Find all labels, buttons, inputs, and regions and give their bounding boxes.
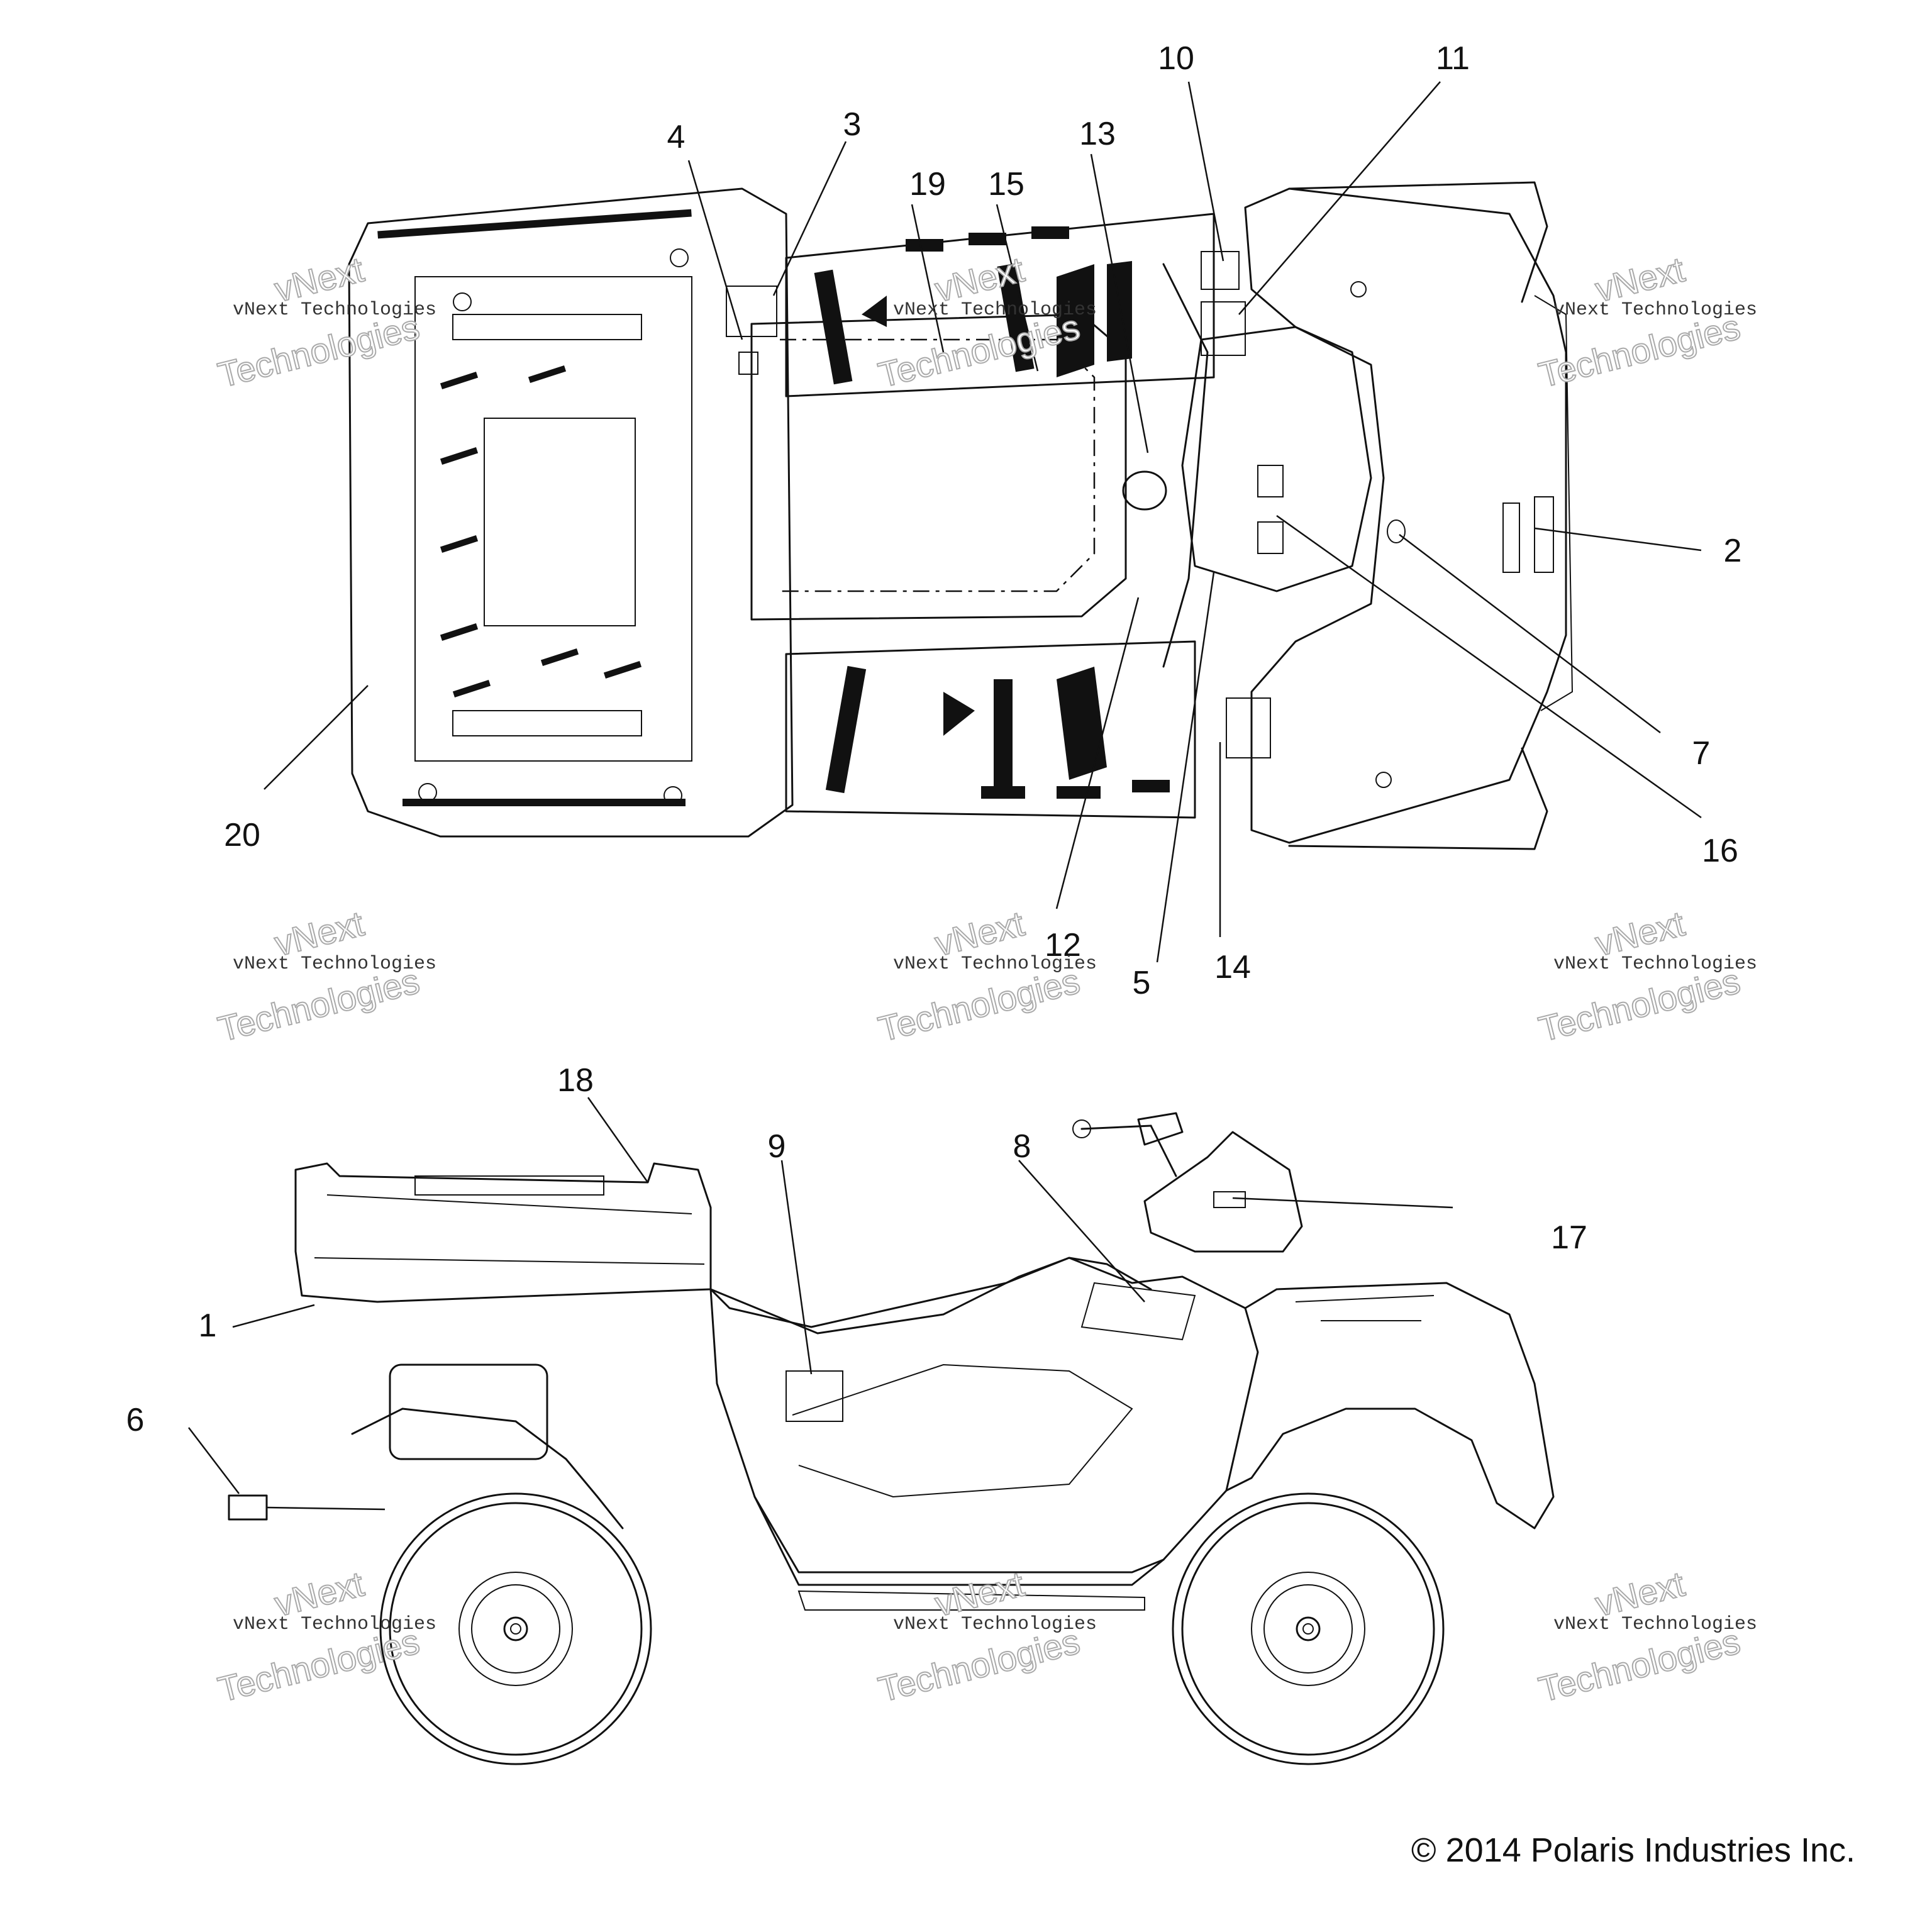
callout-labels: 1 2 3 4 5 6 7 8 9 10 11 12 13 14 15 16 1… <box>126 40 1742 1438</box>
front-fender <box>1225 1282 1555 1530</box>
callout-2: 2 <box>1724 533 1742 569</box>
callout-19: 19 <box>909 166 946 203</box>
front-body <box>1244 187 1567 844</box>
svg-text:vNext Technologies: vNext Technologies <box>233 953 436 975</box>
fuel-tank <box>1181 326 1372 592</box>
callout-17: 17 <box>1551 1219 1587 1256</box>
side-body <box>709 1257 1259 1574</box>
decal-17 <box>1213 1191 1246 1208</box>
watermark: vNext vNext Technologies Technologies <box>1535 248 1758 396</box>
muffler <box>389 1363 548 1460</box>
svg-text:vNext Technologies: vNext Technologies <box>1553 1614 1757 1635</box>
svg-text:vNext Technologies: vNext Technologies <box>893 953 1097 975</box>
callout-3: 3 <box>843 106 862 143</box>
callout-13: 13 <box>1079 116 1116 152</box>
headlight-pod <box>1143 1131 1303 1253</box>
svg-text:vNext Technologies: vNext Technologies <box>1553 299 1757 321</box>
callout-12: 12 <box>1045 927 1081 963</box>
decal-10 <box>1201 251 1240 290</box>
callout-4: 4 <box>667 119 686 155</box>
callout-14: 14 <box>1214 949 1251 985</box>
copyright-notice: © 2014 Polaris Industries Inc. <box>1411 1831 1855 1869</box>
callout-20: 20 <box>224 817 260 853</box>
leader-lines <box>188 81 1702 1511</box>
decal-14 <box>1226 697 1271 758</box>
handlebar <box>1162 263 1209 668</box>
watermark: vNext vNext Technologies Technologies <box>874 902 1097 1050</box>
front-tire-upper <box>1288 181 1548 303</box>
callout-15: 15 <box>988 166 1024 203</box>
frame-rail <box>753 1496 1165 1586</box>
watermark: vNext vNext Technologies Technologies <box>214 1563 437 1710</box>
rear-rack-outline <box>348 187 794 838</box>
watermark: vNext vNext Technologies Technologies <box>1535 1563 1758 1710</box>
watermark: vNext vNext Technologies Technologies <box>1535 902 1758 1050</box>
callout-1: 1 <box>199 1307 217 1344</box>
decal-11 <box>1201 301 1246 356</box>
left-footwell <box>785 213 1215 397</box>
rear-storage-lid <box>484 418 636 626</box>
watermark: vNext vNext Technologies Technologies <box>214 248 437 396</box>
svg-text:vNext Technologies: vNext Technologies <box>893 299 1097 321</box>
callout-5: 5 <box>1133 965 1151 1001</box>
callout-10: 10 <box>1158 40 1194 77</box>
callout-6: 6 <box>126 1402 145 1438</box>
decal-3 <box>726 286 777 337</box>
svg-text:vNext Technologies: vNext Technologies <box>233 1614 436 1635</box>
callout-7: 7 <box>1692 735 1711 772</box>
decal-4 <box>738 352 758 375</box>
callout-16: 16 <box>1702 833 1738 869</box>
top-view <box>348 181 1574 850</box>
seat-side <box>709 1257 1152 1335</box>
fuel-cap <box>1122 470 1167 511</box>
svg-text:vNext Technologies: vNext Technologies <box>893 1614 1097 1635</box>
right-footwell <box>785 640 1196 819</box>
callout-18: 18 <box>557 1062 594 1099</box>
callout-11: 11 <box>1436 40 1470 77</box>
decal-16 <box>1257 521 1284 554</box>
callout-8: 8 <box>1013 1128 1031 1165</box>
decal-9 <box>786 1370 843 1422</box>
watermark: vNext vNext Technologies Technologies <box>214 902 437 1050</box>
svg-text:vNext Technologies: vNext Technologies <box>1553 953 1757 975</box>
front-wheel <box>1172 1492 1445 1765</box>
svg-text:vNext Technologies: vNext Technologies <box>233 299 436 321</box>
decal-6 <box>228 1494 268 1521</box>
front-tire-lower <box>1288 747 1548 850</box>
side-rear-rack <box>294 1162 712 1303</box>
rear-wheel <box>379 1492 652 1765</box>
side-view <box>228 1112 1555 1765</box>
rear-rack-deck <box>414 276 692 762</box>
decal-8 <box>1080 1282 1196 1341</box>
callout-9: 9 <box>768 1128 786 1165</box>
